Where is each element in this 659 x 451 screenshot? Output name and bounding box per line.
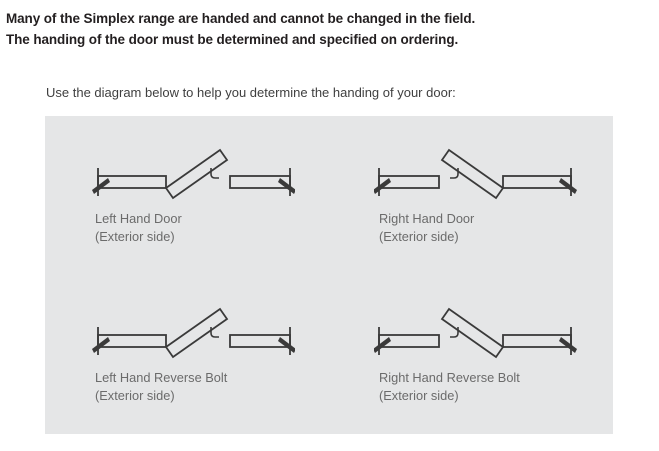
door-diagram-left-hand-door — [90, 138, 295, 200]
diagram-caption-right-hand-door: Right Hand Door (Exterior side) — [379, 210, 474, 245]
caption-subtitle: (Exterior side) — [379, 228, 459, 244]
caption-title: Left Hand Reverse Bolt — [95, 370, 228, 385]
diagram-cell-left-hand-door: Left Hand Door (Exterior side) — [45, 116, 329, 275]
door-diagram-right-hand-reverse-bolt — [374, 297, 579, 359]
caption-title: Right Hand Door — [379, 211, 475, 226]
diagram-cell-left-hand-reverse-bolt: Left Hand Reverse Bolt (Exterior side) — [45, 275, 329, 434]
diagram-caption-right-hand-reverse-bolt: Right Hand Reverse Bolt (Exterior side) — [379, 369, 520, 404]
diagram-panel: Left Hand Door (Exterior side) — [45, 116, 613, 434]
caption-title: Left Hand Door — [95, 211, 182, 226]
caption-subtitle: (Exterior side) — [379, 387, 459, 403]
caption-title: Right Hand Reverse Bolt — [379, 370, 520, 385]
caption-subtitle: (Exterior side) — [95, 228, 175, 244]
diagram-caption-left-hand-reverse-bolt: Left Hand Reverse Bolt (Exterior side) — [95, 369, 227, 404]
diagram-cell-right-hand-door: Right Hand Door (Exterior side) — [329, 116, 613, 275]
diagram-caption-left-hand-door: Left Hand Door (Exterior side) — [95, 210, 182, 245]
caption-subtitle: (Exterior side) — [95, 387, 175, 403]
headline-block: Many of the Simplex range are handed and… — [6, 8, 646, 50]
door-diagram-right-hand-door — [374, 138, 579, 200]
intro-text: Use the diagram below to help you determ… — [46, 85, 456, 100]
headline-line-1: Many of the Simplex range are handed and… — [6, 11, 476, 26]
door-diagram-left-hand-reverse-bolt — [90, 297, 295, 359]
diagram-cell-right-hand-reverse-bolt: Right Hand Reverse Bolt (Exterior side) — [329, 275, 613, 434]
headline-line-2: The handing of the door must be determin… — [6, 32, 459, 47]
